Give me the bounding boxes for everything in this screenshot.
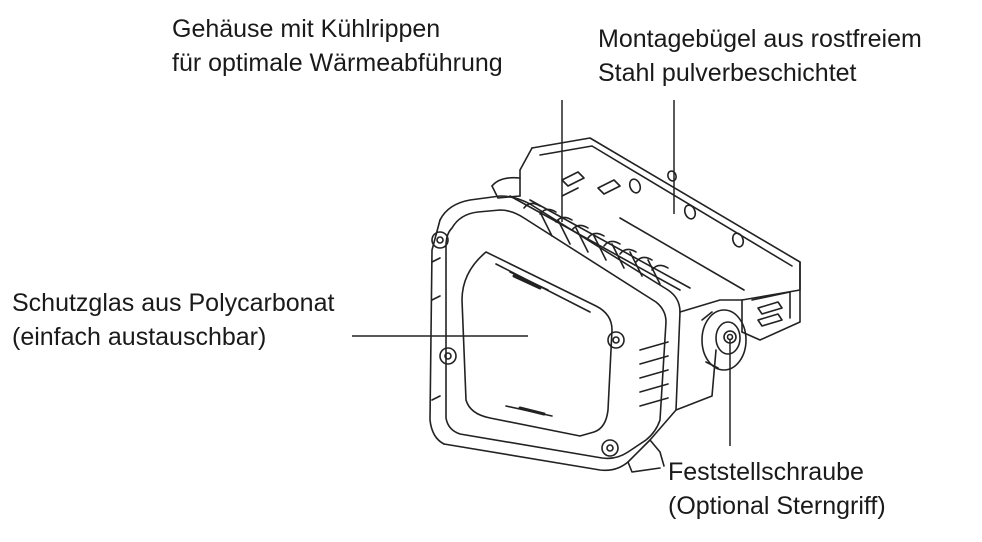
callout-bracket-line2: Stahl pulverbeschichtet xyxy=(598,59,857,87)
callout-screw-line1: Feststellschraube xyxy=(668,458,864,486)
housing-frame xyxy=(429,195,743,473)
cooling-fins xyxy=(509,195,691,291)
callout-screw: Feststellschraube (Optional Sterngriff) xyxy=(668,455,886,523)
locking-screw xyxy=(701,309,747,371)
callout-glass: Schutzglas aus Polycarbonat (einfach aus… xyxy=(12,286,334,354)
protective-glass xyxy=(461,251,613,437)
callout-bracket-line1: Montagebügel aus rostfreiem xyxy=(598,25,922,53)
callout-housing-line1: Gehäuse mit Kühlrippen xyxy=(172,15,441,43)
callout-bracket: Montagebügel aus rostfreiem Stahl pulver… xyxy=(598,22,922,90)
callout-glass-line2: (einfach austauschbar) xyxy=(12,323,267,351)
leader-lines xyxy=(352,100,731,446)
mounting-bracket xyxy=(491,137,801,341)
callout-glass-line1: Schutzglas aus Polycarbonat xyxy=(12,289,335,317)
callout-screw-line2: (Optional Sterngriff) xyxy=(668,492,886,520)
callout-housing-line2: für optimale Wärmeabführung xyxy=(172,49,503,77)
callout-housing: Gehäuse mit Kühlrippen für optimale Wärm… xyxy=(172,12,503,80)
corner-screws xyxy=(431,231,625,457)
